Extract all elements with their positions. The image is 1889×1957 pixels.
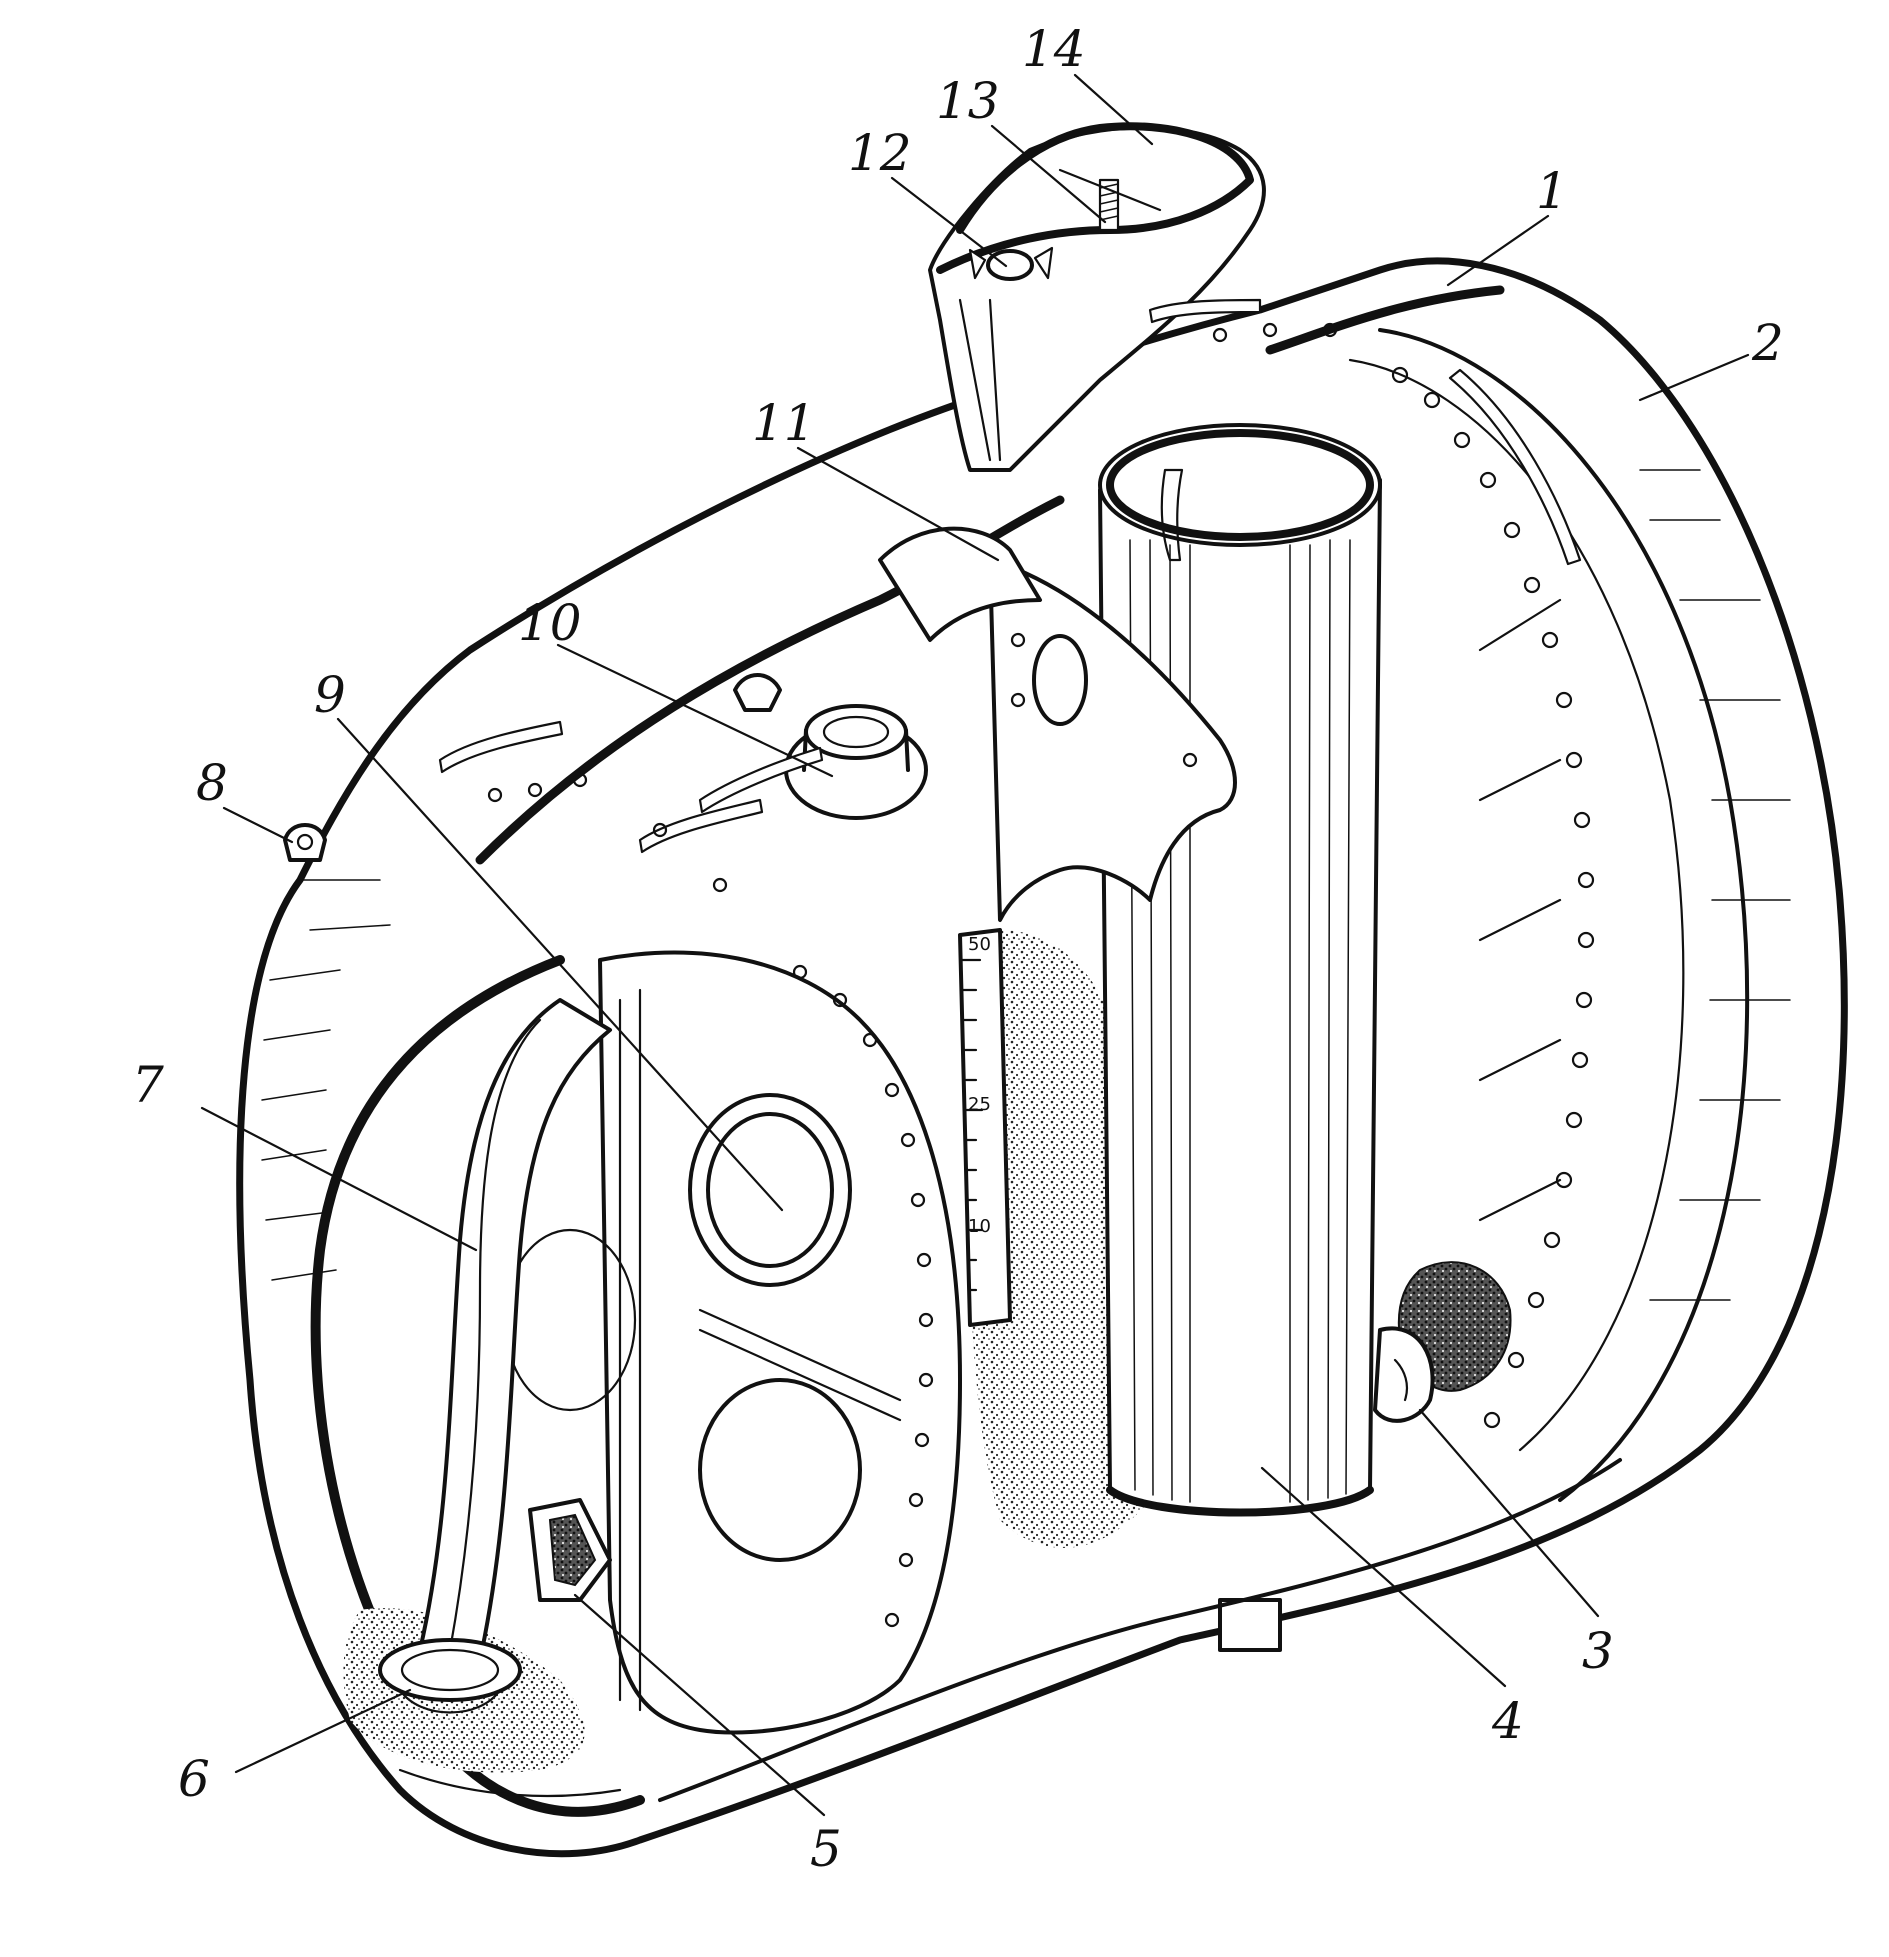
callout-14: 14 [1022,20,1086,78]
fuel-gauge-scale: 50 25 10 [958,928,1012,1327]
rivet-row-right-seam [1391,366,1595,1429]
bottom-outlet [1218,1598,1282,1652]
leader-6 [234,1688,412,1774]
leader-12 [890,176,1008,268]
bracket-hole [1032,634,1088,726]
standpipe-top-rim [1098,423,1382,547]
bracket-rivet-1 [1010,632,1026,648]
feed-pipe-highlight [448,1018,542,1652]
filler-funnel [928,122,1266,472]
sump-flange-inner [400,1648,500,1692]
leader-7 [200,1106,478,1252]
inner-baffle [503,950,962,1735]
strap-slot-1 [638,798,764,854]
filler-neck-bore [822,715,890,749]
cap-latch [733,673,782,712]
side-outlet-fitting [1373,1326,1435,1423]
standpipe-inner-slot [1160,468,1184,562]
strap-slot-3 [438,720,564,774]
callout-6: 6 [178,1750,210,1808]
upper-shell-details [398,298,1622,1802]
callout-13: 13 [936,72,1000,130]
cross-tube [878,526,1042,642]
baffle-rivets [792,964,934,1628]
bottom-seam [658,1458,1622,1802]
wing-nut-wing-right [1033,246,1054,280]
gauge-mark-50: 50 [968,934,991,955]
callout-labels: 1 2 3 4 5 6 7 8 9 10 11 12 13 14 [132,20,1784,1878]
leader-3 [1418,1408,1600,1618]
gauge-mark-25: 25 [968,1094,991,1115]
baffle-lightening-hole-upper-rim [706,1112,834,1268]
callout-12: 12 [848,124,912,182]
leader-13 [990,124,1107,224]
leader-11 [796,446,1000,562]
hanger-lug [283,823,327,862]
central-standpipe [1098,423,1382,1652]
gauge-ticks [960,958,984,1292]
funnel-side-line-1 [958,298,992,462]
strap-slot-2 [698,746,824,814]
baffle-stiffener-2 [698,1328,902,1422]
gauge-strip [958,928,1012,1327]
leader-lines [200,73,1750,1817]
callout-11: 11 [752,394,816,452]
strap-slot-4 [1148,298,1262,324]
callout-4: 4 [1491,1692,1524,1750]
funnel-strainer-bar [1058,168,1162,212]
callout-2: 2 [1751,314,1784,372]
fuel-feed-pipe [378,998,612,1714]
filler-neck-top [804,704,908,760]
bracket-rivet-2 [1010,692,1026,708]
bottom-seam-left [398,1768,622,1798]
callout-7: 7 [132,1056,164,1114]
sump-flange-lip [398,1688,502,1714]
baffle-lightening-hole-upper [688,1093,852,1287]
top-right-section-cut [1265,285,1505,355]
drain-valve [528,1498,612,1602]
funnel-rim-section [936,122,1254,274]
drain-valve-port [548,1513,597,1587]
leader-8 [222,806,294,844]
leader-1 [1446,214,1550,287]
wing-nut-wing-left [968,248,987,280]
funnel-side-line-2 [988,298,1002,462]
hanger-lug-body [283,823,327,862]
leader-14 [1073,73,1154,146]
callout-5: 5 [810,1820,842,1878]
right-end-cap-rim-inner [1348,358,1685,1452]
callout-10: 10 [518,594,582,652]
leader-9 [336,717,784,1212]
leader-10 [556,643,834,778]
sump-flange-outer [378,1638,522,1702]
leader-4 [1260,1466,1507,1688]
wing-nut [986,249,1034,281]
hanger-lug-hole [296,833,314,851]
side-fitting-detail [1393,1358,1409,1402]
bracket-rivet-3 [1182,752,1198,768]
filler-neck [733,673,928,820]
leader-2 [1638,353,1750,402]
callout-8: 8 [196,754,228,812]
callout-1: 1 [1536,162,1568,220]
gauge-mark-10: 10 [968,1216,991,1237]
callout-9: 9 [314,666,346,724]
right-end-cap-rim [1378,328,1750,1502]
bracket-plate [988,558,1237,922]
upper-bracket [878,526,1237,922]
baffle-lightening-hole-lower [698,1378,862,1562]
callout-3: 3 [1582,1622,1614,1680]
standpipe-top-section [1106,429,1374,541]
standpipe-body [1098,478,1382,1515]
top-section-cut [475,495,1065,865]
strap-slot-5 [1448,368,1582,566]
baffle-stiffener-1 [698,1308,902,1402]
shell-shading-right [1639,469,1791,1301]
leader-5 [573,1593,826,1817]
standpipe-bottom-section [1106,1486,1374,1517]
